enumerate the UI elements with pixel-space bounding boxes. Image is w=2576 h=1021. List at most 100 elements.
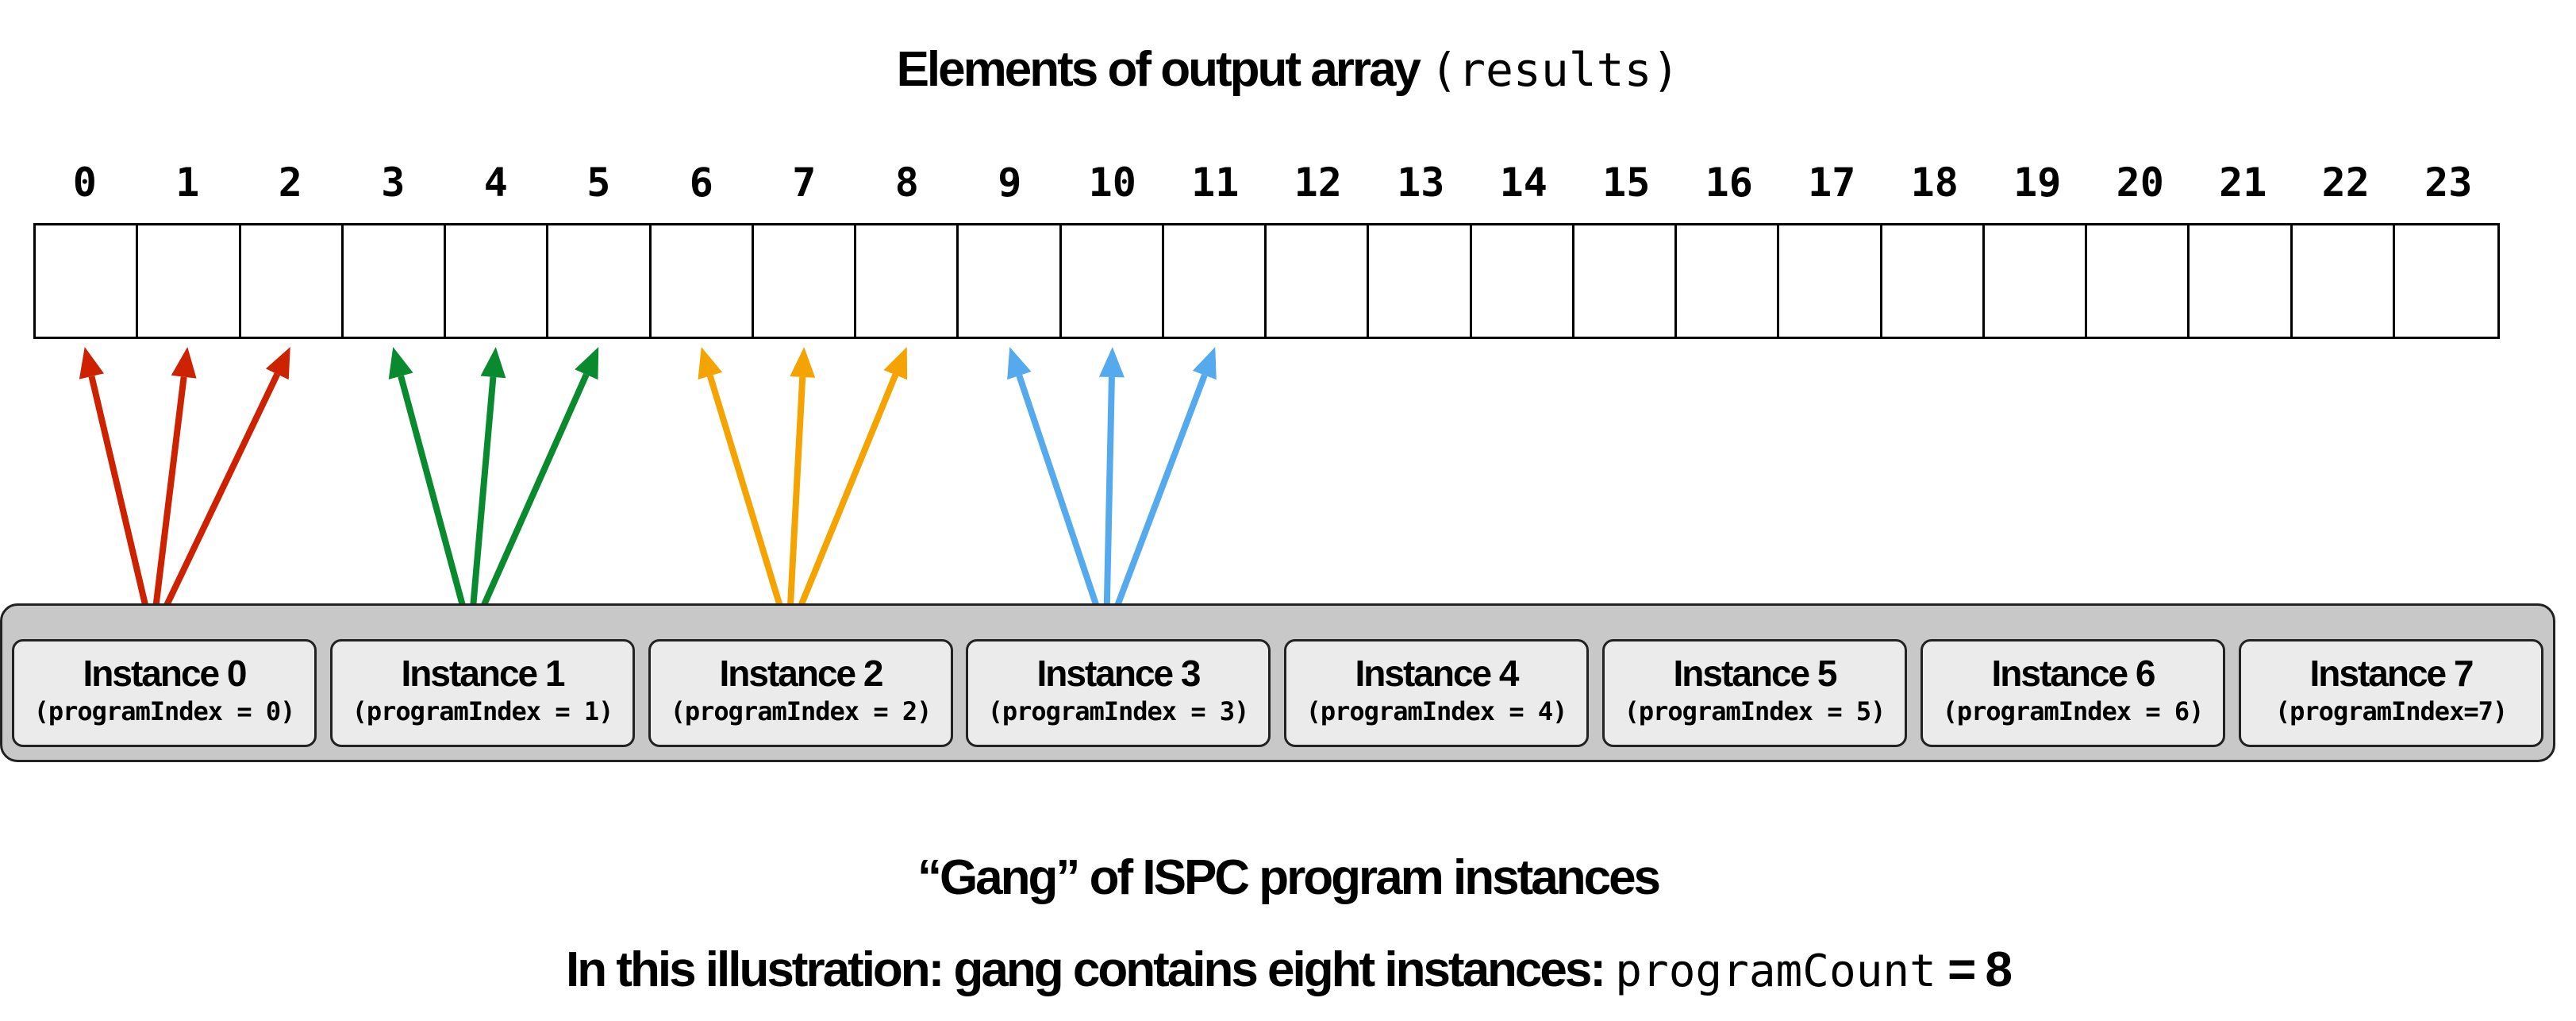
- arrow-head: [790, 347, 816, 378]
- arrow-head: [1192, 347, 1217, 380]
- diagram-title: Elements of output array (results): [0, 41, 2576, 98]
- instance-name: Instance 6: [1991, 653, 2156, 694]
- arrow-head: [575, 347, 599, 380]
- array-index-label: 15: [1602, 160, 1651, 206]
- arrow-head: [883, 347, 908, 380]
- array-cell: [1472, 225, 1574, 337]
- array-cell: [1882, 225, 1985, 337]
- arrow-shaft: [1103, 374, 1208, 637]
- array-index-label: 7: [792, 160, 817, 206]
- array-index-label: 9: [998, 160, 1022, 206]
- array-cell: [652, 225, 754, 337]
- array-cell: [1267, 225, 1370, 337]
- array-cell: [1062, 225, 1164, 337]
- array-index-label: 8: [894, 160, 919, 206]
- array-index-label: 5: [586, 160, 611, 206]
- instance-box: Instance 3(programIndex = 3): [966, 639, 1271, 747]
- instance-program-index: (programIndex = 3): [987, 696, 1250, 726]
- array-cell: [344, 225, 446, 337]
- array-index-label: 13: [1397, 160, 1445, 206]
- instance-box: Instance 4(programIndex = 4): [1284, 639, 1589, 747]
- array-index-label: 6: [689, 160, 713, 206]
- arrow-shaft: [398, 375, 474, 637]
- array-cell: [1677, 225, 1780, 337]
- arrow-head: [171, 347, 197, 379]
- array-index-label: 18: [1910, 160, 1959, 206]
- title-code: (results): [1430, 43, 1680, 97]
- array-cell: [138, 225, 241, 337]
- instance-box: Instance 7(programIndex=7): [2239, 639, 2543, 747]
- array-index-label: 12: [1294, 160, 1342, 206]
- array-cell: [856, 225, 959, 337]
- array-index-label: 17: [1808, 160, 1856, 206]
- array-index-label: 11: [1191, 160, 1240, 206]
- array-cell: [1369, 225, 1472, 337]
- title-text: Elements of output array: [896, 42, 1421, 97]
- instance-program-index: (programIndex = 5): [1624, 696, 1886, 726]
- array-cell: [1985, 225, 2087, 337]
- instance-name: Instance 1: [401, 653, 566, 694]
- arrow-head: [388, 347, 413, 380]
- arrow-head: [1098, 347, 1125, 378]
- instance-name: Instance 5: [1673, 653, 1838, 694]
- array-cell: [754, 225, 856, 337]
- array-index-label: 2: [278, 160, 302, 206]
- array-cell: [446, 225, 549, 337]
- array-index-label: 19: [2013, 160, 2062, 206]
- array-index-label: 14: [1499, 160, 1548, 206]
- array-index-label: 0: [72, 160, 97, 206]
- array-index-label: 1: [175, 160, 200, 206]
- instance-box: Instance 6(programIndex = 6): [1920, 639, 2225, 747]
- array-cell: [1779, 225, 1882, 337]
- array-cell: [1574, 225, 1677, 337]
- arrow-shaft: [786, 373, 899, 637]
- array-index-label: 4: [483, 160, 508, 206]
- arrow-shaft: [149, 376, 187, 636]
- arrow-shaft: [467, 373, 590, 637]
- arrow-shaft: [149, 372, 280, 637]
- arrow-head: [480, 347, 506, 379]
- instance-name: Instance 4: [1355, 653, 1520, 694]
- instance-program-index: (programIndex = 4): [1305, 696, 1568, 726]
- instance-box: Instance 2(programIndex = 2): [648, 639, 953, 747]
- instance-box: Instance 5(programIndex = 5): [1602, 639, 1907, 747]
- array-index-label: 3: [381, 160, 406, 206]
- arrow-head: [1007, 347, 1032, 380]
- array-index-label: 10: [1088, 160, 1136, 206]
- gang-caption: “Gang” of ISPC program instances: [917, 850, 1661, 905]
- array-index-label: 23: [2424, 160, 2473, 206]
- instance-name: Instance 2: [719, 653, 884, 694]
- instance-program-index: (programIndex = 0): [33, 696, 296, 726]
- array-index-label: 21: [2219, 160, 2267, 206]
- array-index-label: 20: [2116, 160, 2164, 206]
- arrow-shaft: [786, 376, 806, 636]
- arrow-shaft: [1016, 374, 1109, 637]
- instance-program-index: (programIndex = 6): [1942, 696, 2205, 726]
- instance-program-index: (programIndex=7): [2274, 696, 2508, 726]
- program-count-value: = 8: [1947, 942, 2013, 997]
- arrow-head: [698, 347, 723, 380]
- array-cell: [36, 225, 139, 337]
- instance-box: Instance 0(programIndex = 0): [12, 639, 317, 747]
- illustration-caption-text: In this illustration: gang contains eigh…: [566, 942, 1606, 997]
- arrow-shaft: [88, 376, 156, 636]
- gang-container: Instance 0(programIndex = 0)Instance 1(p…: [0, 603, 2555, 762]
- arrow-shaft: [467, 376, 497, 636]
- instance-name: Instance 3: [1036, 653, 1201, 694]
- arrow-shaft: [706, 375, 792, 637]
- array-cell: [2190, 225, 2293, 337]
- array-cell: [2087, 225, 2190, 337]
- arrow-shaft: [1103, 376, 1115, 636]
- instance-box: Instance 1(programIndex = 1): [330, 639, 635, 747]
- arrow-head: [79, 347, 105, 380]
- array-cell: [959, 225, 1062, 337]
- output-array: [33, 223, 2500, 339]
- program-count-code: programCount: [1615, 946, 1936, 997]
- instance-program-index: (programIndex = 1): [352, 696, 614, 726]
- array-cell: [241, 225, 344, 337]
- array-cell: [548, 225, 652, 337]
- instance-name: Instance 0: [83, 653, 248, 694]
- array-index-label: 16: [1705, 160, 1753, 206]
- instance-program-index: (programIndex = 2): [670, 696, 932, 726]
